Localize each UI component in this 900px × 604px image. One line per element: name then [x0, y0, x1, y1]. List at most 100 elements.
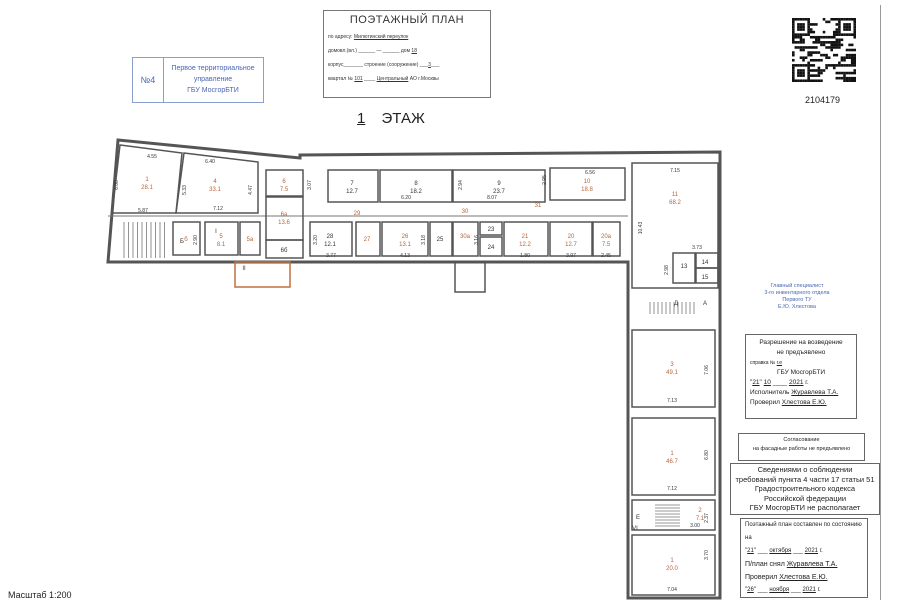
qr-module: [827, 46, 831, 49]
floor-number: 1: [357, 110, 366, 127]
qr-module: [850, 18, 854, 21]
qr-module: [848, 79, 851, 82]
qr-module: [838, 18, 841, 21]
room-number: 28: [327, 234, 334, 240]
qr-module: [845, 18, 849, 21]
qr-module: [832, 43, 836, 47]
qr-module: [850, 48, 854, 52]
qr-module: [807, 28, 810, 31]
qr-module: [794, 79, 798, 82]
qr-module: [840, 58, 844, 62]
qr-module: [817, 38, 821, 42]
qr-module: [799, 35, 803, 39]
room-outline: [631, 162, 719, 289]
qr-module: [809, 23, 813, 26]
qr-module: [850, 64, 854, 67]
room-area: 12.1: [324, 242, 336, 248]
qr-module: [835, 30, 839, 34]
dimension-label: 2.94: [458, 180, 464, 190]
checker-label: Проверил: [750, 399, 780, 406]
qr-module: [843, 76, 846, 80]
room-outline: [265, 239, 304, 259]
room-number: 1: [670, 558, 674, 564]
qr-module: [794, 64, 798, 67]
taken-by: Журавлева Т.А.: [786, 561, 838, 568]
dimension-label: 10.43: [638, 222, 644, 235]
qr-module: [825, 41, 828, 44]
dimension-label: 3.77: [326, 253, 336, 259]
address-label: по адресу:: [328, 34, 353, 40]
dimension-label: 3.70: [704, 550, 710, 560]
qr-module: [830, 46, 833, 49]
qr-module: [827, 56, 831, 59]
plan-label: Е: [636, 515, 640, 521]
qr-module: [797, 18, 800, 21]
room-number: 15: [702, 275, 709, 281]
scale-label: Масштаб 1:200: [8, 590, 72, 600]
qr-module: [850, 76, 854, 80]
room-number: 5: [219, 234, 223, 240]
qr-module: [832, 64, 836, 67]
qr-module: [820, 69, 823, 72]
qr-module: [853, 56, 856, 59]
qr-module: [848, 76, 851, 80]
qr-module: [840, 38, 844, 42]
room-number: 6: [282, 179, 286, 185]
qr-module: [840, 71, 844, 75]
qr-module: [843, 28, 846, 31]
qr-module: [792, 30, 795, 34]
dimension-label: 7.06: [704, 365, 710, 375]
executor: Журавлева Т.А.: [791, 389, 839, 396]
dimension-label: 3.73: [692, 245, 702, 251]
qr-module: [815, 35, 818, 39]
qr-module: [843, 71, 846, 75]
room-area: 28.1: [141, 185, 153, 191]
annex-outline: [234, 261, 291, 288]
dimension-label: 2.37: [704, 513, 710, 523]
qr-module: [848, 56, 851, 59]
qr-module: [845, 48, 849, 52]
specialist-line: Е.Ю. Хлестова: [778, 304, 816, 310]
qr-module: [792, 66, 795, 70]
qr-module: [835, 71, 839, 75]
room-outline: [379, 169, 453, 203]
room-outline: [479, 221, 503, 236]
qr-module: [799, 41, 803, 44]
qr-module: [797, 79, 800, 82]
qr-module: [838, 38, 841, 42]
qr-module: [845, 76, 849, 80]
qr-module: [802, 41, 805, 44]
qr-module: [792, 18, 795, 21]
quarter-number: 101: [354, 76, 363, 82]
dimension-label: 1.80: [520, 253, 530, 259]
qr-module: [807, 53, 810, 57]
qr-module: [848, 28, 851, 31]
qr-module: [850, 53, 854, 57]
qr-module: [799, 48, 803, 52]
qr-module: [827, 20, 831, 24]
qr-module: [802, 28, 805, 31]
room-outline: [479, 236, 503, 257]
qr-module: [802, 38, 805, 42]
qr-module: [838, 46, 841, 49]
room-number: 4: [213, 179, 217, 185]
qr-module: [843, 56, 846, 59]
plan-label: I: [215, 229, 217, 235]
room-outline: [631, 417, 716, 496]
qr-module: [809, 58, 813, 62]
room-outline: [381, 221, 429, 257]
qr-module: [840, 76, 844, 80]
checker: Хлестова Е.Ю.: [781, 399, 827, 406]
qr-module: [845, 28, 849, 31]
plan-label: II: [242, 266, 246, 272]
qr-module: [845, 79, 849, 82]
qr-module: [802, 69, 805, 72]
qr-module: [807, 46, 810, 49]
room-outline: [631, 329, 716, 408]
state-box: Поэтажный план составлен по состоянию на…: [740, 518, 868, 598]
plan-label: VI: [632, 526, 638, 532]
qr-module: [853, 18, 856, 21]
